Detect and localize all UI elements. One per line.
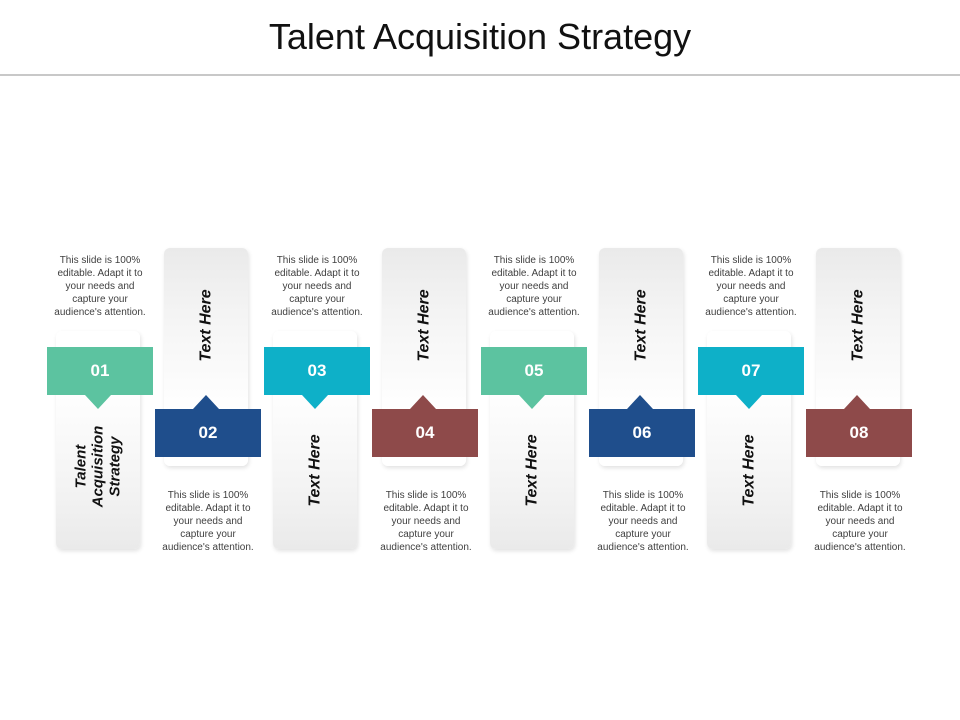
step-02-text: Text Here	[197, 288, 215, 362]
step-01-number: 01	[47, 347, 153, 395]
step-02-number: 02	[155, 409, 261, 457]
step-05-description: This slide is 100% editable. Adapt it to…	[488, 255, 580, 318]
step-02-description: This slide is 100% editable. Adapt it to…	[162, 490, 254, 553]
step-05-text: Text Here	[523, 433, 541, 507]
step-08-number: 08	[806, 409, 912, 457]
step-02-band: 02	[155, 395, 261, 457]
step-02-pointer	[193, 395, 219, 409]
step-05-pointer	[519, 395, 545, 409]
title-divider	[0, 74, 960, 76]
step-01-description: This slide is 100% editable. Adapt it to…	[54, 255, 146, 318]
step-06-number: 06	[589, 409, 695, 457]
step-03-pointer	[302, 395, 328, 409]
step-05-number: 05	[481, 347, 587, 395]
step-08-band: 08	[806, 395, 912, 457]
step-03-description: This slide is 100% editable. Adapt it to…	[271, 255, 363, 318]
step-07-pointer	[736, 395, 762, 409]
center-label: Talent Acquisition Strategy	[72, 425, 124, 507]
step-04-band: 04	[372, 395, 478, 457]
step-08-description: This slide is 100% editable. Adapt it to…	[814, 490, 906, 553]
step-06-band: 06	[589, 395, 695, 457]
step-03-band: 03	[264, 347, 370, 409]
step-08-text: Text Here	[849, 288, 867, 362]
step-07-text: Text Here	[740, 433, 758, 507]
step-07-band: 07	[698, 347, 804, 409]
step-06-pointer	[627, 395, 653, 409]
page-title: Talent Acquisition Strategy	[268, 16, 692, 57]
step-07-number: 07	[698, 347, 804, 395]
step-06-description: This slide is 100% editable. Adapt it to…	[597, 490, 689, 553]
step-04-number: 04	[372, 409, 478, 457]
step-07-description: This slide is 100% editable. Adapt it to…	[705, 255, 797, 318]
step-03-number: 03	[264, 347, 370, 395]
step-08-pointer	[844, 395, 870, 409]
step-03-text: Text Here	[306, 433, 324, 507]
step-01-pointer	[85, 395, 111, 409]
step-01-band: 01	[47, 347, 153, 409]
step-04-description: This slide is 100% editable. Adapt it to…	[380, 490, 472, 553]
step-06-text: Text Here	[632, 288, 650, 362]
step-04-pointer	[410, 395, 436, 409]
step-05-band: 05	[481, 347, 587, 409]
step-04-text: Text Here	[415, 288, 433, 362]
